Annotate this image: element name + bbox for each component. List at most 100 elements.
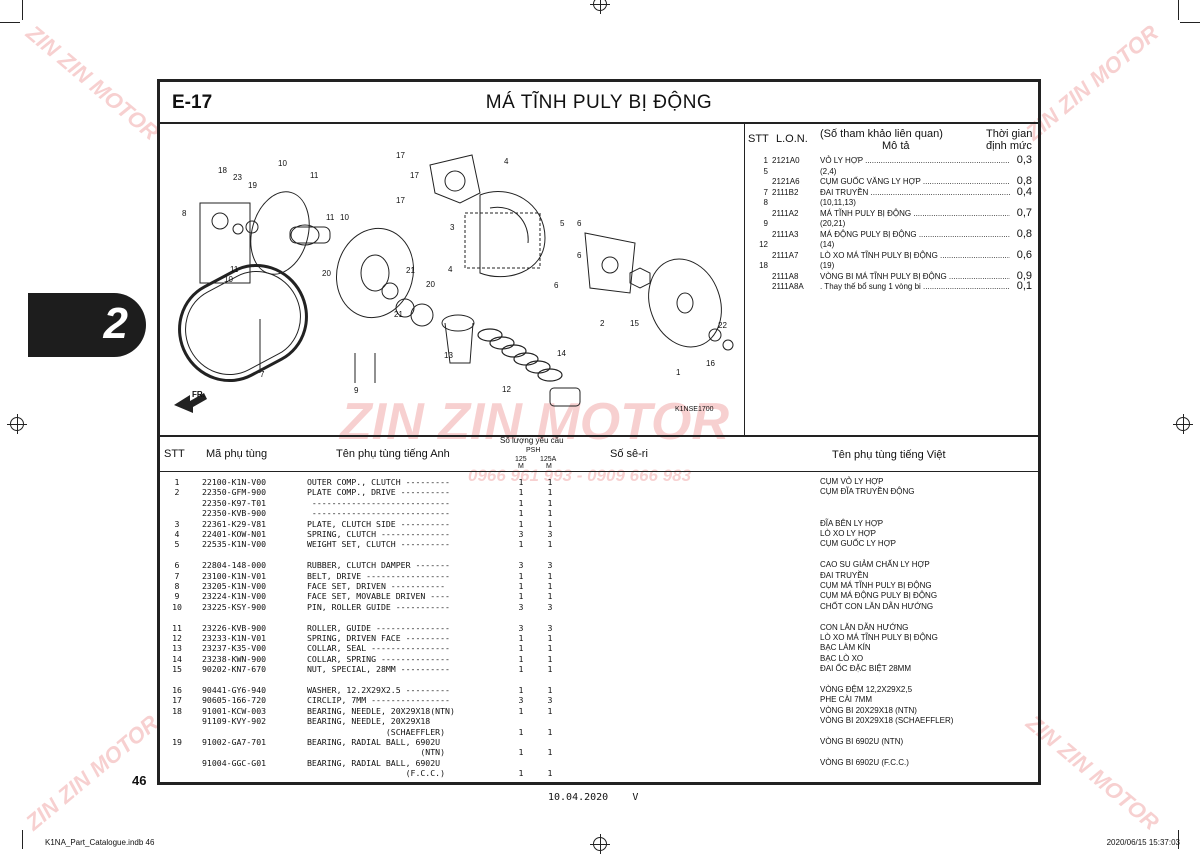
callout-number: 10 [340, 213, 349, 222]
callout-number: 6 [577, 219, 582, 228]
cell-stt: 7 [174, 570, 180, 581]
cell-en: CIRCLIP, 7MM ---------------- [307, 695, 450, 706]
ref-cell-lon: 2111A2 [772, 208, 799, 218]
watermark: ZIN ZIN MOTOR [21, 20, 164, 146]
cell-stt: 18 [172, 705, 182, 716]
callout-number: 6 [554, 281, 559, 290]
cell-pn: 90202-KN7-670 [202, 664, 267, 675]
cell-pn: 91001-KCW-003 [202, 705, 267, 716]
cell-stt: 2 [174, 487, 180, 498]
table-row: 22350-KVB-900 --------------------------… [160, 508, 1038, 518]
cell-pn: 23225-KSY-900 [202, 601, 267, 612]
callout-number: 10 [278, 159, 287, 168]
cell-vn: VÒNG BI 6902U (F.C.C.) [820, 757, 909, 767]
cell-q1: 3 [518, 622, 524, 633]
ref-cell-stt: 7 [763, 187, 768, 197]
watermark: ZIN ZIN MOTOR [1020, 20, 1164, 146]
cell-vn: ĐĨA BÊN LY HỢP [820, 518, 884, 528]
cell-pn: 22535-K1N-V00 [202, 539, 267, 550]
cell-en: FACE SET, MOVABLE DRIVEN ---- [307, 591, 450, 602]
ref-cell-desc: . Thay thế bổ sung 1 vòng bi [820, 281, 1010, 292]
cell-q1: 1 [518, 747, 524, 758]
registration-mark-icon [1173, 414, 1193, 434]
cell-vn: LÒ XO MÁ TĨNH PULY BỊ ĐỘNG [820, 633, 938, 642]
cell-q2: 1 [547, 477, 553, 487]
ref-cell-desc: LÒ XO MÁ TĨNH PULY BỊ ĐỘNG [820, 250, 1010, 261]
cell-pn: 23237-K35-V00 [202, 643, 267, 654]
ref-row: 5(2,4) [746, 166, 1038, 177]
cell-en: PLATE COMP., DRIVE ---------- [307, 487, 450, 498]
cell-q1: 1 [518, 477, 524, 487]
ref-cell-desc: MÁ TĨNH PULY BỊ ĐỘNG [820, 208, 1010, 219]
cell-q1: 1 [518, 768, 524, 779]
section-number: 2 [103, 299, 128, 348]
ref-cell-lon: 2111A8A [772, 282, 804, 291]
cell-pn: 90605-166-720 [202, 695, 267, 706]
callout-number: 13 [444, 351, 453, 360]
callout-number: 9 [354, 386, 359, 395]
ref-cell-lon: 2111B2 [772, 187, 799, 197]
callout-number: 11 [310, 171, 319, 180]
callout-number: 11 [326, 213, 335, 222]
callout-number: 21 [406, 266, 415, 275]
cell-en: COLLAR, SPRING -------------- [307, 653, 450, 664]
cell-pn: 23100-K1N-V01 [202, 570, 267, 581]
callout-number: 2 [600, 319, 605, 328]
cell-stt: 5 [174, 539, 180, 550]
callout-number: 10 [224, 275, 233, 284]
cell-en: OUTER COMP., CLUTCH --------- [307, 477, 450, 487]
cell-q1: 1 [518, 643, 524, 654]
cell-q1: 1 [518, 581, 524, 591]
divider [160, 471, 1038, 472]
crop-mark [1180, 22, 1200, 23]
cell-q1: 1 [518, 508, 524, 519]
cell-q1: 1 [518, 570, 524, 581]
ref-row: 12(14) [746, 239, 1038, 250]
ref-row: 2111A8A. Thay thế bổ sung 1 vòng bi0,1 [746, 281, 1038, 292]
registration-mark-icon [590, 0, 610, 14]
cell-q2: 1 [547, 487, 553, 498]
callout-number: 7 [260, 370, 265, 379]
section-tab: 2 [28, 293, 146, 357]
callout-number: 19 [248, 181, 257, 190]
page-number: 46 [132, 773, 147, 788]
cell-q2: 3 [547, 695, 553, 706]
ref-cell-time: 0,8 [1016, 227, 1032, 240]
cell-q2: 1 [547, 643, 553, 654]
callout-number: 22 [718, 321, 727, 330]
cell-q1: 1 [518, 591, 524, 602]
cell-vn: CHỐT CON LĂN DẪN HƯỚNG [820, 601, 934, 611]
ref-cell-desc: MÁ ĐỘNG PULY BỊ ĐỘNG [820, 229, 1010, 240]
col-header-part-no: Mã phụ tùng [206, 448, 268, 460]
ref-cell-stt: 5 [763, 166, 768, 176]
cell-q2: 1 [547, 570, 553, 581]
cell-vn: VÒNG BI 6902U (NTN) [820, 737, 904, 746]
cell-en: (F.C.C.) [307, 768, 446, 779]
ref-cell-desc: VÒNG BI MÁ TĨNH PULY BỊ ĐỘNG [820, 271, 1010, 282]
col-header-name-en: Tên phụ tùng tiếng Anh [336, 448, 450, 460]
cell-en: BELT, DRIVE ----------------- [307, 570, 450, 581]
cell-pn: 90441-GY6-940 [202, 685, 267, 695]
cell-q1: 1 [518, 653, 524, 664]
cell-q2: 3 [547, 560, 553, 571]
footer-file: K1NA_Part_Catalogue.indb 46 [45, 838, 155, 847]
callout-number: 4 [448, 265, 453, 274]
cell-pn: 22361-K29-V81 [202, 518, 267, 529]
callout-number: 17 [396, 196, 405, 205]
cell-vn: VÒNG ĐỆM 12,2X29X2,5 [820, 685, 913, 694]
cell-vn: CỤM GUỐC LY HỢP [820, 539, 896, 549]
cell-pn: 22350-K97-T01 [202, 497, 267, 508]
cell-stt: 17 [172, 695, 182, 706]
